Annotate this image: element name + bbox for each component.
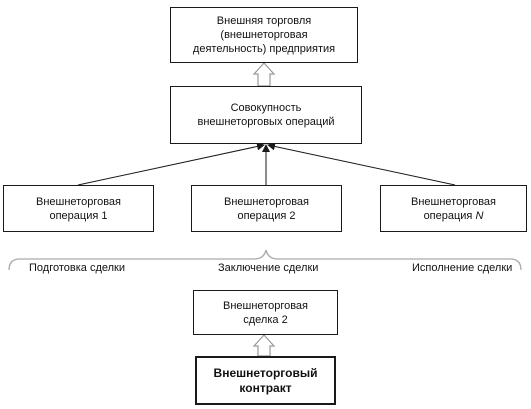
stage-execution-label: Исполнение сделки (412, 262, 513, 274)
hollow-arrow-top (252, 62, 276, 87)
arrow-operation-1 (77, 142, 265, 186)
operation-n-node: Внешнеторговая операция N (380, 185, 527, 232)
arrow-operation-n (267, 142, 456, 186)
stage-preparation-label: Подготовка сделки (29, 262, 125, 274)
foreign-trade-node: Внешняя торговля (внешнеторговая деятель… (170, 7, 358, 63)
deal-2-node-frame: Внешнеторговая сделка 2 (193, 290, 338, 335)
operations-set-node: Совокупность внешнеторговых операций (170, 86, 362, 144)
contract-node: Внешнеторговый контракт (195, 356, 336, 405)
operation-n-prefix: Внешнеторговая операция (410, 195, 496, 222)
stage-conclusion-label: Заключение сделки (218, 262, 319, 274)
hollow-arrow-bottom (252, 334, 276, 357)
operation-2-text: Внешнеторговая операция 2 (223, 195, 309, 222)
operation-n-variable: N (475, 209, 484, 222)
operation-1-node: Внешнеторговая операция 1 (3, 185, 154, 232)
operation-n-text: Внешнеторговая операция N (411, 195, 496, 223)
operation-2-node: Внешнеторговая операция 2 (191, 185, 342, 232)
deal-2-text: Внешнеторговая сделка 2 (222, 299, 308, 326)
stages-brace (8, 249, 522, 271)
foreign-trade-text: Внешняя торговля (внешнеторговая деятель… (192, 15, 336, 55)
operations-set-text: Совокупность внешнеторговых операций (197, 102, 335, 128)
contract-text: Внешнеторговый контракт (213, 365, 318, 395)
operation-1-text: Внешнеторговая операция 1 (35, 195, 121, 222)
